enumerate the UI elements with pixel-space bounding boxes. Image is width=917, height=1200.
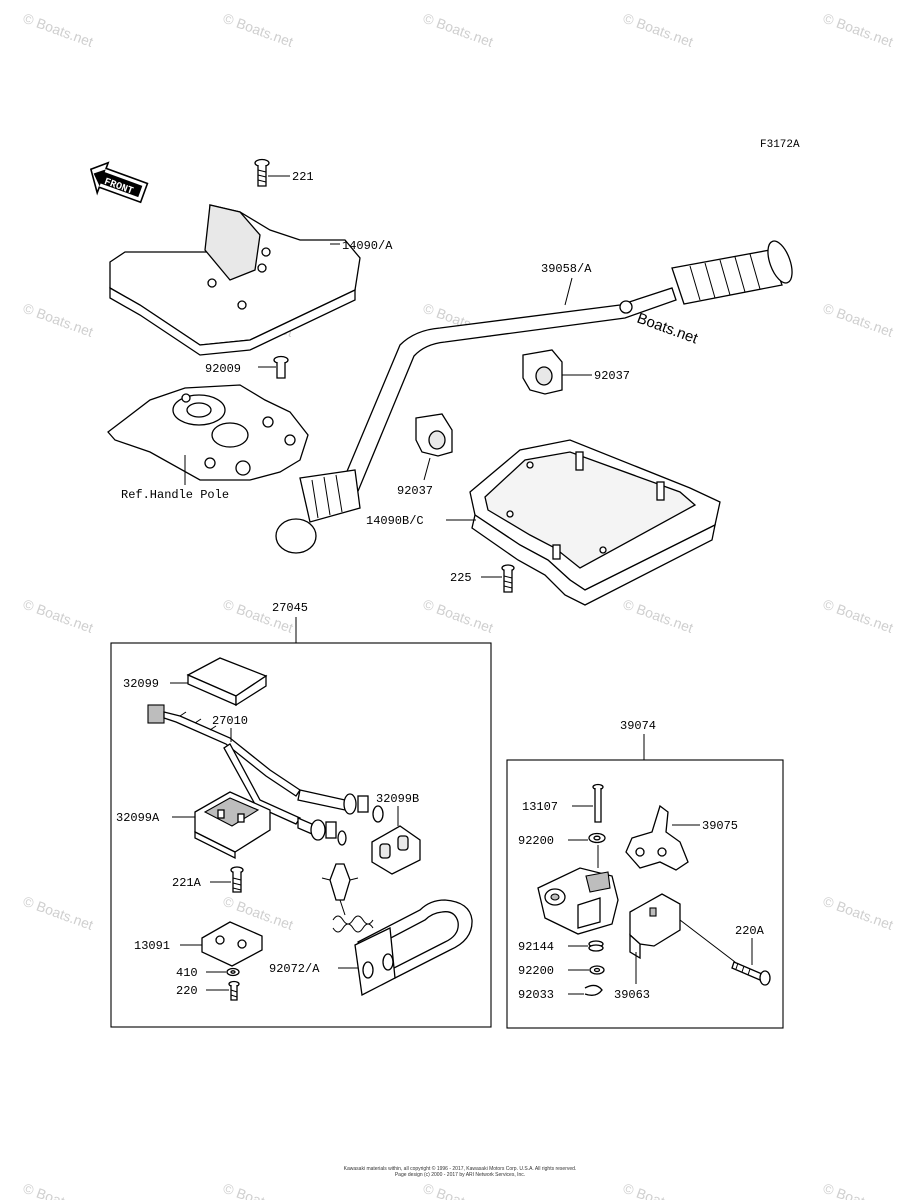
left-grip [275, 469, 361, 554]
throttle-lever-39075 [625, 804, 689, 871]
part-label-13091: 13091 [134, 939, 170, 953]
ref-handle-pole-label: Ref.Handle Pole [121, 488, 229, 502]
part-label-221: 221 [292, 170, 314, 184]
watermark-layer: © Boats.net © Boats.net © Boats.net © Bo… [21, 10, 896, 1200]
switch-housing-32099a [194, 791, 271, 860]
part-label-92200-upper: 92200 [518, 834, 554, 848]
throttle-case [537, 867, 619, 935]
screw-92009 [273, 355, 289, 379]
washer-92200-lower [589, 965, 605, 975]
watermark: © Boats.net [421, 1180, 496, 1200]
lanyard-92072a [321, 863, 473, 996]
front-arrow-icon: FRONT [89, 161, 149, 204]
clamp-92037-middle [415, 413, 453, 457]
watermark: © Boats.net [221, 1180, 296, 1200]
screw-221a [230, 866, 244, 893]
inline-watermark: Boats.net [635, 310, 701, 348]
part-label-39075: 39075 [702, 819, 738, 833]
watermark: © Boats.net [421, 596, 496, 636]
part-label-39063: 39063 [614, 988, 650, 1002]
washer-410 [226, 967, 240, 977]
part-label-27010: 27010 [212, 714, 248, 728]
lower-handle-cover [469, 439, 721, 606]
group-label-27045: 27045 [272, 601, 308, 615]
washer-92200-upper [588, 832, 606, 844]
bolt-220a [731, 961, 771, 986]
part-label-92037-middle: 92037 [397, 484, 433, 498]
group-label-39074: 39074 [620, 719, 656, 733]
upper-handle-cover [109, 204, 361, 356]
clamp-92037-right [522, 349, 563, 395]
screw-220 [228, 980, 240, 1001]
part-label-92144: 92144 [518, 940, 554, 954]
watermark: © Boats.net [21, 300, 96, 340]
part-label-410: 410 [176, 966, 198, 980]
watermark: © Boats.net [821, 1180, 896, 1200]
copyright-notice: Kawasaki materials within, all copyright… [330, 1166, 590, 1178]
spring-92144 [588, 940, 604, 952]
part-label-220a: 220A [735, 924, 765, 938]
part-label-32099a: 32099A [116, 811, 160, 825]
watermark: © Boats.net [821, 10, 896, 50]
right-grip [671, 240, 793, 305]
part-label-13107: 13107 [522, 800, 558, 814]
screw-221 [254, 158, 270, 187]
throttle-cover-39063 [629, 893, 681, 960]
circlip-92033 [584, 984, 603, 997]
part-label-225: 225 [450, 571, 472, 585]
watermark: © Boats.net [21, 1180, 96, 1200]
part-label-32099: 32099 [123, 677, 159, 691]
handlebar [275, 240, 793, 554]
watermark: © Boats.net [821, 300, 896, 340]
watermark: © Boats.net [21, 10, 96, 50]
watermark: © Boats.net [621, 10, 696, 50]
handle-pole-plate [107, 384, 309, 481]
part-label-92200-lower: 92200 [518, 964, 554, 978]
throttle-assembly-box [506, 759, 784, 1029]
rubber-boot-32099b [371, 825, 421, 875]
pin-13107 [592, 783, 604, 823]
part-label-32099b: 32099B [376, 792, 419, 806]
watermark: © Boats.net [621, 596, 696, 636]
copyright-line-2: Page design (c) 2000 - 2017 by ARI Netwo… [394, 1172, 526, 1178]
watermark: © Boats.net [221, 10, 296, 50]
part-label-92072a: 92072/A [269, 962, 320, 976]
part-label-92009: 92009 [205, 362, 241, 376]
figure-code: F3172A [760, 139, 800, 151]
watermark: © Boats.net [621, 1180, 696, 1200]
copyright-line-1: Kawasaki materials within, all copyright… [343, 1166, 577, 1172]
part-label-92033: 92033 [518, 988, 554, 1002]
part-label-39058a: 39058/A [541, 262, 592, 276]
screw-225 [501, 564, 515, 593]
part-label-14090bc: 14090B/C [366, 514, 424, 528]
watermark: © Boats.net [821, 596, 896, 636]
switch-plate-13091 [201, 921, 263, 967]
watermark: © Boats.net [21, 893, 96, 933]
watermark: © Boats.net [821, 893, 896, 933]
switch-cover-32099 [186, 657, 268, 707]
part-label-221a: 221A [172, 876, 202, 890]
part-label-92037-right: 92037 [594, 369, 630, 383]
switch-assembly-box [110, 642, 492, 1028]
watermark: © Boats.net [21, 596, 96, 636]
watermark: © Boats.net [421, 10, 496, 50]
part-label-14090a: 14090/A [342, 239, 393, 253]
part-label-220: 220 [176, 984, 198, 998]
